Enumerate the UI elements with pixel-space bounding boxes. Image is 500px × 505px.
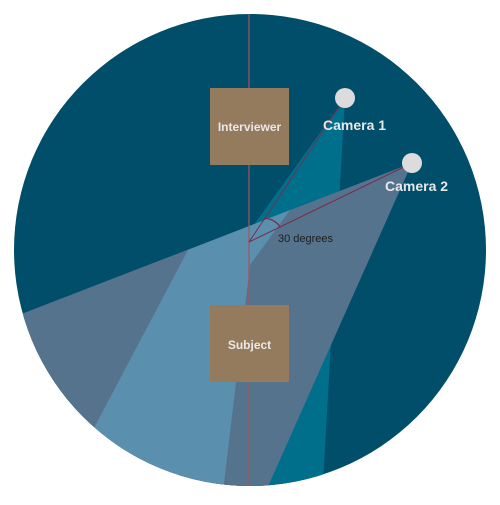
view-cones: [14, 98, 412, 486]
camera-2-label: Camera 2: [385, 178, 448, 194]
angle-arc: [264, 217, 281, 228]
interviewer-box: [210, 88, 289, 165]
overlap-field-of-view: [56, 210, 290, 486]
camera-2-sight-line: [248, 162, 413, 243]
camera-1-icon: [335, 88, 355, 108]
camera-2-icon: [402, 153, 422, 173]
interviewer-label: Interviewer: [218, 120, 282, 134]
angle-label: 30 degrees: [278, 233, 334, 245]
camera-1-label: Camera 1: [323, 117, 386, 133]
subject-box: [210, 305, 289, 382]
subject-label: Subject: [228, 338, 271, 352]
